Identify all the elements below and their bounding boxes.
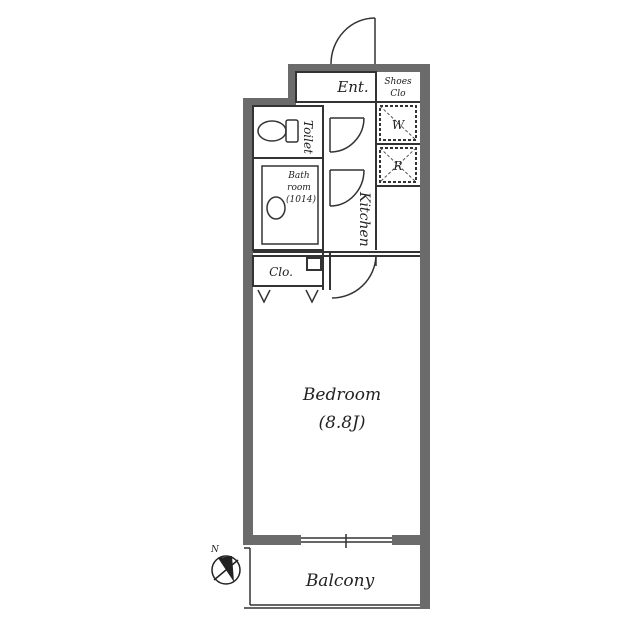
compass-north-label: N [210,545,220,555]
toilet-fixture [257,119,299,143]
bathroom-label-line2: room [287,183,311,193]
refrigerator-icon [379,147,417,183]
inner-walls [252,71,420,290]
washer-icon [379,105,417,141]
closet-label: Clo. [269,265,293,279]
bathtub-drain [266,196,286,220]
washer-label: W [392,118,406,132]
balcony [244,547,420,609]
shoes-closet-label-line1: Shoes [384,77,412,87]
door-swings [329,17,377,299]
toilet-label: Toilet [301,120,315,154]
bedroom-size-label: (8.8J) [318,413,365,433]
kitchen-label: Kitchen [356,191,372,247]
balcony-window [301,534,392,548]
shoes-closet-label-line2: Clo [390,89,406,99]
bedroom-label: Bedroom [302,385,381,405]
bathroom-size-label: (1014) [286,194,316,205]
bathroom-label-line1: Bath [287,171,309,181]
balcony-label: Balcony [305,571,375,591]
refrigerator-label: R [392,159,402,173]
compass-icon: N [210,545,241,585]
outer-walls [243,64,430,609]
closet-doors [257,289,319,304]
entrance-label: Ent. [336,78,368,96]
